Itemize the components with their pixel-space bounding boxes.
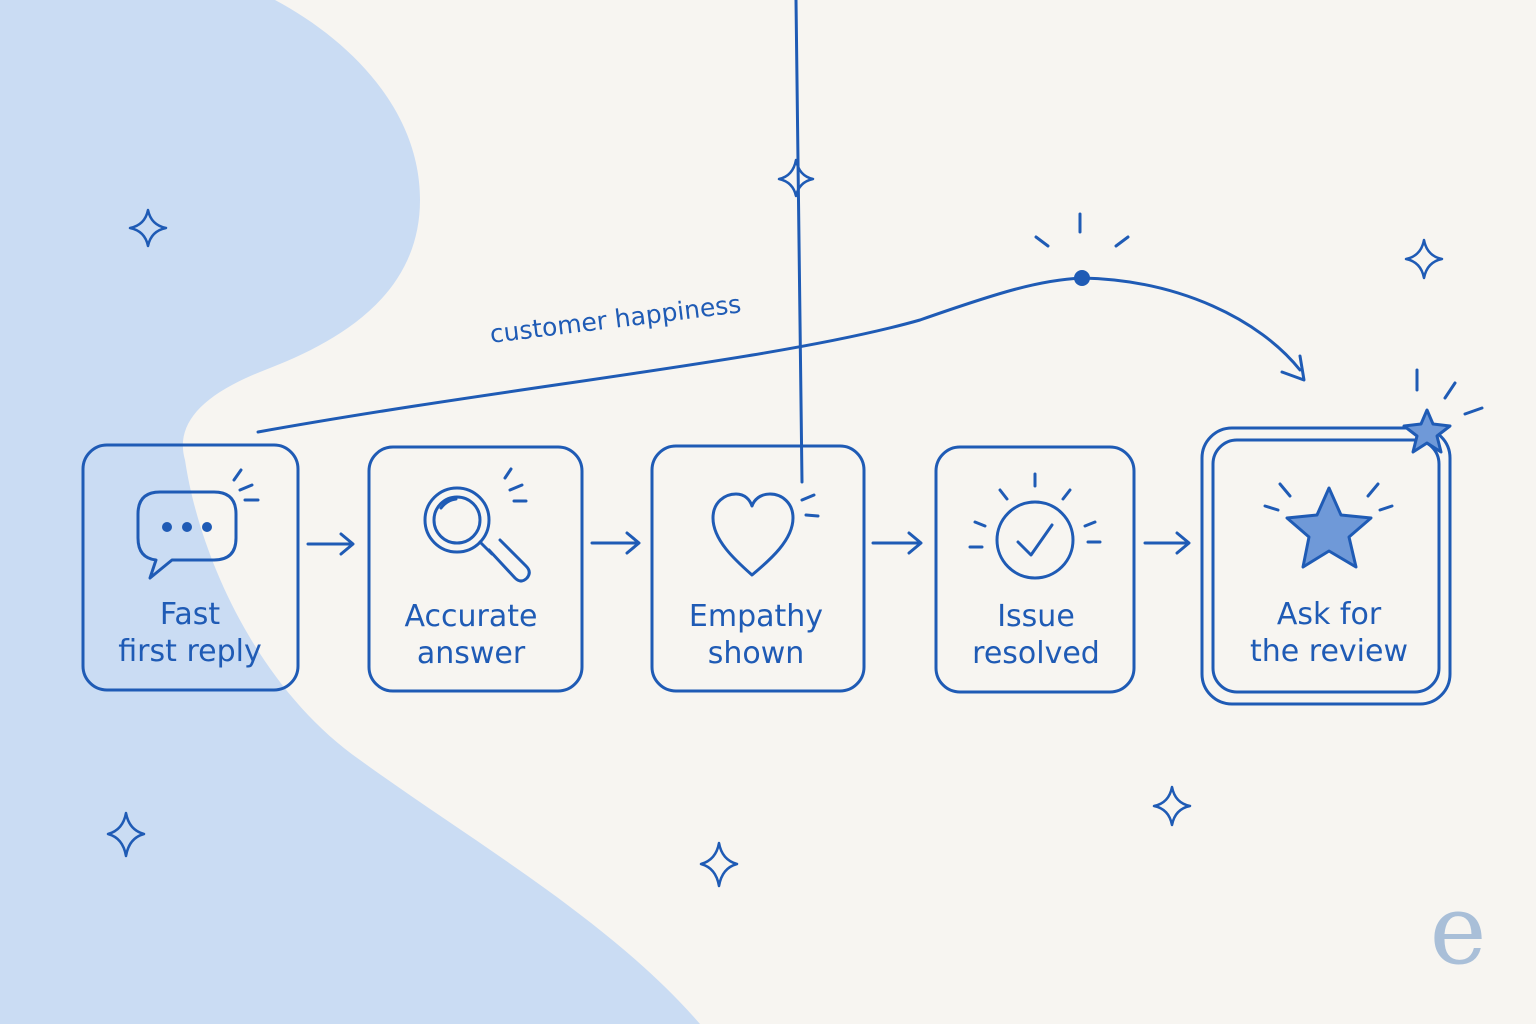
corner-star-icon (1402, 408, 1452, 454)
step-label-line: the review (1250, 634, 1408, 669)
step-label-accurate-answer: Accurate answer (366, 598, 576, 672)
step-label-line: Issue (997, 599, 1075, 634)
step-label-line: shown (707, 636, 805, 671)
step-box-accurate-answer (367, 445, 584, 693)
step-box-fast-first-reply (81, 443, 300, 692)
background-blob (0, 0, 700, 1024)
step-box-empathy-shown (650, 444, 866, 693)
happiness-curve (256, 276, 1302, 434)
step-label-ask-for-review: Ask for the review (1224, 596, 1434, 670)
connector-arrow-2 (590, 531, 641, 555)
step-box-issue-resolved (934, 445, 1136, 694)
watermark-logo: e (1429, 874, 1487, 986)
step-label-line: Ask for (1276, 597, 1382, 632)
sparkle-icon (1404, 238, 1444, 280)
sparkle-icon (777, 158, 815, 198)
sparkle-icon (1152, 785, 1192, 827)
star-icon (1285, 486, 1373, 569)
step-label-line: Fast (159, 597, 221, 632)
connector-arrow-1 (306, 532, 355, 556)
sparkle-icon (128, 208, 168, 248)
corner-star-rays (1415, 368, 1484, 416)
step-label-empathy-shown: Empathy shown (651, 598, 861, 672)
peak-rays (1034, 212, 1130, 248)
heart-icon (711, 0, 820, 577)
sparkle-icon (106, 811, 146, 858)
step-box-ask-for-review-inner (1211, 438, 1441, 694)
magnifier-icon (423, 467, 531, 583)
step-label-line: answer (416, 636, 526, 671)
step-label-line: Empathy (688, 599, 824, 634)
step-label-fast-first-reply: Fast first reply (85, 596, 295, 670)
sparkle-icon (699, 841, 739, 888)
step-label-line: resolved (972, 636, 1100, 671)
star-rays (1263, 482, 1394, 512)
step-label-issue-resolved: Issue resolved (931, 598, 1141, 672)
check-circle-icon (968, 472, 1102, 580)
connector-arrow-4 (1143, 531, 1191, 555)
peak-dot (1074, 270, 1090, 286)
step-box-ask-for-review-outer (1200, 426, 1452, 706)
step-label-line: first reply (118, 634, 262, 669)
curve-arrowhead (1280, 354, 1306, 382)
chat-bubble-icon (136, 468, 260, 580)
step-label-line: Accurate (404, 599, 538, 634)
connector-arrow-3 (871, 531, 923, 555)
